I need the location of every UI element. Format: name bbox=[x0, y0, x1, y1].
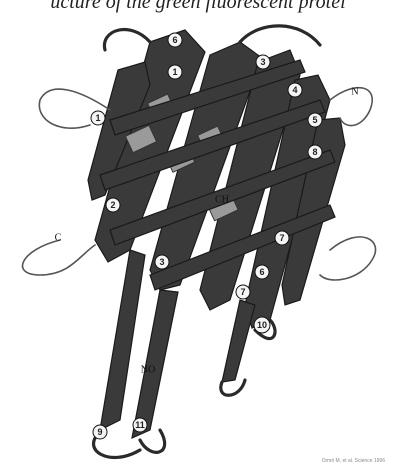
strand-number-marker: 1 bbox=[91, 111, 105, 125]
strand-number-marker: 6 bbox=[255, 265, 269, 279]
svg-text:1: 1 bbox=[95, 113, 100, 123]
strand-number-marker: 3 bbox=[256, 55, 270, 69]
strand-number-marker: 7 bbox=[236, 285, 250, 299]
strand-number-marker: 10 bbox=[254, 317, 270, 333]
n-terminus-label: N bbox=[351, 87, 358, 98]
strand-number-marker: 6 bbox=[168, 33, 182, 47]
svg-text:7: 7 bbox=[240, 287, 245, 297]
loop bbox=[320, 237, 376, 280]
svg-text:4: 4 bbox=[292, 85, 297, 95]
svg-text:6: 6 bbox=[172, 35, 177, 45]
strand-number-marker: 3 bbox=[155, 255, 169, 269]
svg-text:7: 7 bbox=[279, 233, 284, 243]
svg-text:6: 6 bbox=[259, 267, 264, 277]
loop bbox=[240, 26, 320, 45]
strand-number-marker: 9 bbox=[93, 425, 107, 439]
strand-number-marker: 5 bbox=[308, 113, 322, 127]
svg-text:3: 3 bbox=[260, 57, 265, 67]
svg-text:3: 3 bbox=[159, 257, 164, 267]
svg-text:1: 1 bbox=[172, 67, 177, 77]
svg-text:11: 11 bbox=[135, 420, 145, 430]
strand-number-marker: 1 bbox=[168, 65, 182, 79]
cropped-title-text: ucture of the green fluorescent protei bbox=[50, 0, 345, 13]
chromophore-label: CH bbox=[215, 195, 229, 206]
loop bbox=[221, 380, 245, 395]
strand-number-marker: 7 bbox=[275, 231, 289, 245]
strand-number-marker: 11 bbox=[133, 418, 147, 432]
strand-number-marker: 4 bbox=[288, 83, 302, 97]
loop bbox=[23, 240, 95, 275]
no-label: NO bbox=[141, 365, 155, 376]
strand-number-marker: 8 bbox=[308, 145, 322, 159]
c-terminus-label: C bbox=[55, 233, 62, 244]
svg-text:2: 2 bbox=[110, 200, 115, 210]
strand-number-marker: 2 bbox=[106, 198, 120, 212]
loop bbox=[104, 30, 150, 50]
figure-caption: Ormö M, et al. Science 1996 bbox=[322, 458, 386, 464]
svg-text:9: 9 bbox=[97, 427, 102, 437]
beta-strand bbox=[222, 300, 255, 382]
svg-text:5: 5 bbox=[312, 115, 317, 125]
svg-text:10: 10 bbox=[257, 320, 267, 330]
svg-text:8: 8 bbox=[312, 147, 317, 157]
